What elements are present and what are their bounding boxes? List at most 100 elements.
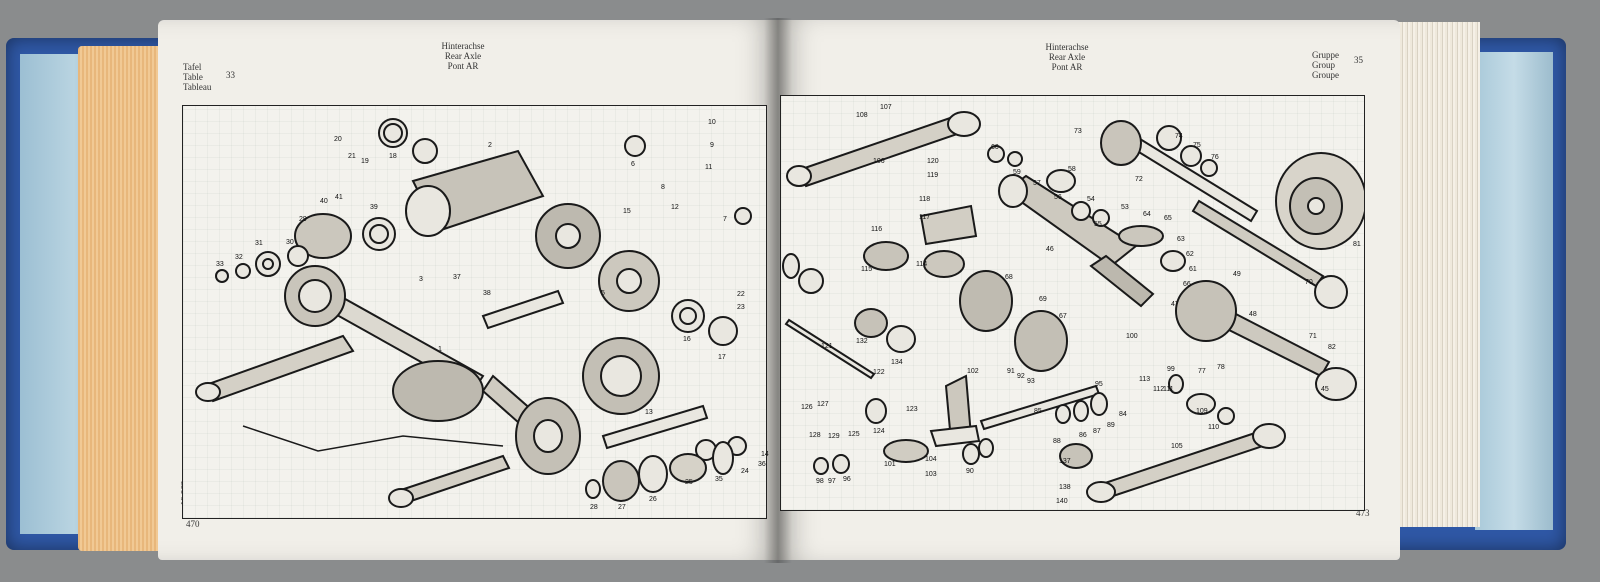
part-label: 74 (1175, 133, 1183, 140)
right-diagram-drawing (782, 111, 1364, 503)
left-table-number: 33 (226, 70, 235, 80)
part-label: 132 (856, 338, 868, 345)
part-label: 45 (1321, 386, 1329, 393)
part-label: 103 (925, 471, 937, 478)
part-label: 111 (1163, 386, 1174, 393)
part-label: 117 (919, 214, 931, 221)
part-label: 48 (1249, 311, 1257, 318)
part-label: 15 (623, 208, 631, 215)
part-label: 120 (927, 158, 939, 165)
part-label: 6 (631, 161, 635, 168)
left-page-title: Hinterachse Rear Axle Pont AR (441, 41, 485, 71)
part-label: 90 (966, 468, 974, 475)
part-label: 76 (1211, 154, 1219, 161)
part-label: 72 (1135, 176, 1143, 183)
part-label: 25 (685, 479, 693, 486)
part-label: 64 (1143, 211, 1151, 218)
part-label: 105 (1171, 443, 1183, 450)
part-label: 113 (1139, 376, 1151, 383)
part-label: 63 (1177, 236, 1185, 243)
part-label: 11 (705, 164, 713, 171)
part-label: 37 (453, 274, 461, 281)
part-label: 33 (216, 261, 224, 268)
part-label: 122 (873, 369, 885, 376)
part-label: 97 (828, 478, 836, 485)
part-label: 121 (821, 343, 833, 350)
part-label: 1 (438, 346, 442, 353)
part-label: 91 (1007, 368, 1015, 375)
part-label: 65 (1164, 215, 1172, 222)
part-label: 60 (991, 144, 999, 151)
part-label: 28 (590, 504, 598, 511)
part-label: 73 (1074, 128, 1082, 135)
part-label: 115 (861, 266, 873, 273)
part-label: 10 (708, 119, 716, 126)
part-label: 41 (335, 194, 343, 201)
part-label: 108 (856, 112, 868, 119)
part-label: 88 (1053, 438, 1061, 445)
part-label: 124 (873, 428, 885, 435)
part-label: 26 (649, 496, 657, 503)
part-label: 46 (1046, 246, 1054, 253)
part-label: 82 (1328, 344, 1336, 351)
part-label: 32 (235, 254, 243, 261)
part-label: 107 (880, 104, 892, 111)
part-label: 98 (816, 478, 824, 485)
part-label: 70 (1305, 279, 1313, 286)
part-label: 67 (1059, 313, 1067, 320)
left-exploded-diagram: 1 2 3 5 6 7 8 9 10 11 12 13 14 15 16 17 … (182, 105, 769, 519)
part-label: 22 (737, 291, 745, 298)
part-label: 114 (916, 261, 928, 268)
part-label: 129 (828, 433, 840, 440)
part-label: 71 (1309, 333, 1317, 340)
part-label: 36 (758, 461, 766, 468)
part-label: 59 (1013, 169, 1021, 176)
part-label: 21 (348, 153, 356, 160)
part-label: 104 (925, 456, 937, 463)
left-category-label: Tafel Table Tableau (183, 62, 212, 92)
part-label: 68 (1005, 274, 1013, 281)
right-page-title: Hinterachse Rear Axle Pont AR (1045, 42, 1089, 72)
part-label: 31 (255, 240, 263, 247)
part-label: 96 (843, 476, 851, 483)
right-group-number: 35 (1354, 55, 1363, 65)
part-label: 3 (419, 276, 423, 283)
part-label: 8 (661, 184, 665, 191)
page-block-right (1395, 22, 1480, 527)
part-label: 24 (741, 468, 749, 475)
part-label: 106 (873, 158, 885, 165)
part-label: 19 (361, 158, 369, 165)
part-label: 75 (1193, 142, 1201, 149)
part-label: 102 (967, 368, 979, 375)
right-page-number: 473 (1356, 508, 1370, 518)
part-label: 12 (671, 204, 679, 211)
part-label: 13 (645, 409, 653, 416)
part-label: 56 (1054, 194, 1062, 201)
part-label: 14 (761, 451, 769, 458)
part-label: 38 (483, 290, 491, 297)
page-block-left (78, 46, 168, 551)
left-diagram-drawing (195, 118, 752, 508)
part-label: 53 (1121, 204, 1129, 211)
part-label: 92 (1017, 373, 1025, 380)
part-label: 2 (488, 142, 492, 149)
part-label: 54 (1087, 196, 1095, 203)
part-label: 27 (618, 504, 626, 511)
part-label: 9 (710, 142, 714, 149)
part-label: 89 (1107, 422, 1115, 429)
part-label: 57 (1033, 180, 1041, 187)
part-label: 69 (1039, 296, 1047, 303)
right-exploded-diagram: 45 46 47 48 49 53 54 55 56 57 58 59 60 6… (780, 95, 1365, 511)
part-label: 125 (848, 431, 860, 438)
part-label: 81 (1353, 241, 1361, 248)
part-label: 23 (737, 304, 745, 311)
part-label: 58 (1068, 166, 1076, 173)
endpaper-right (1475, 52, 1553, 530)
part-label: 119 (927, 172, 939, 179)
part-label: 30 (286, 239, 294, 246)
part-label: 99 (1167, 366, 1175, 373)
part-label: 40 (320, 198, 328, 205)
part-label: 140 (1056, 498, 1068, 505)
part-label: 62 (1186, 251, 1194, 258)
part-label: 137 (1059, 458, 1071, 465)
